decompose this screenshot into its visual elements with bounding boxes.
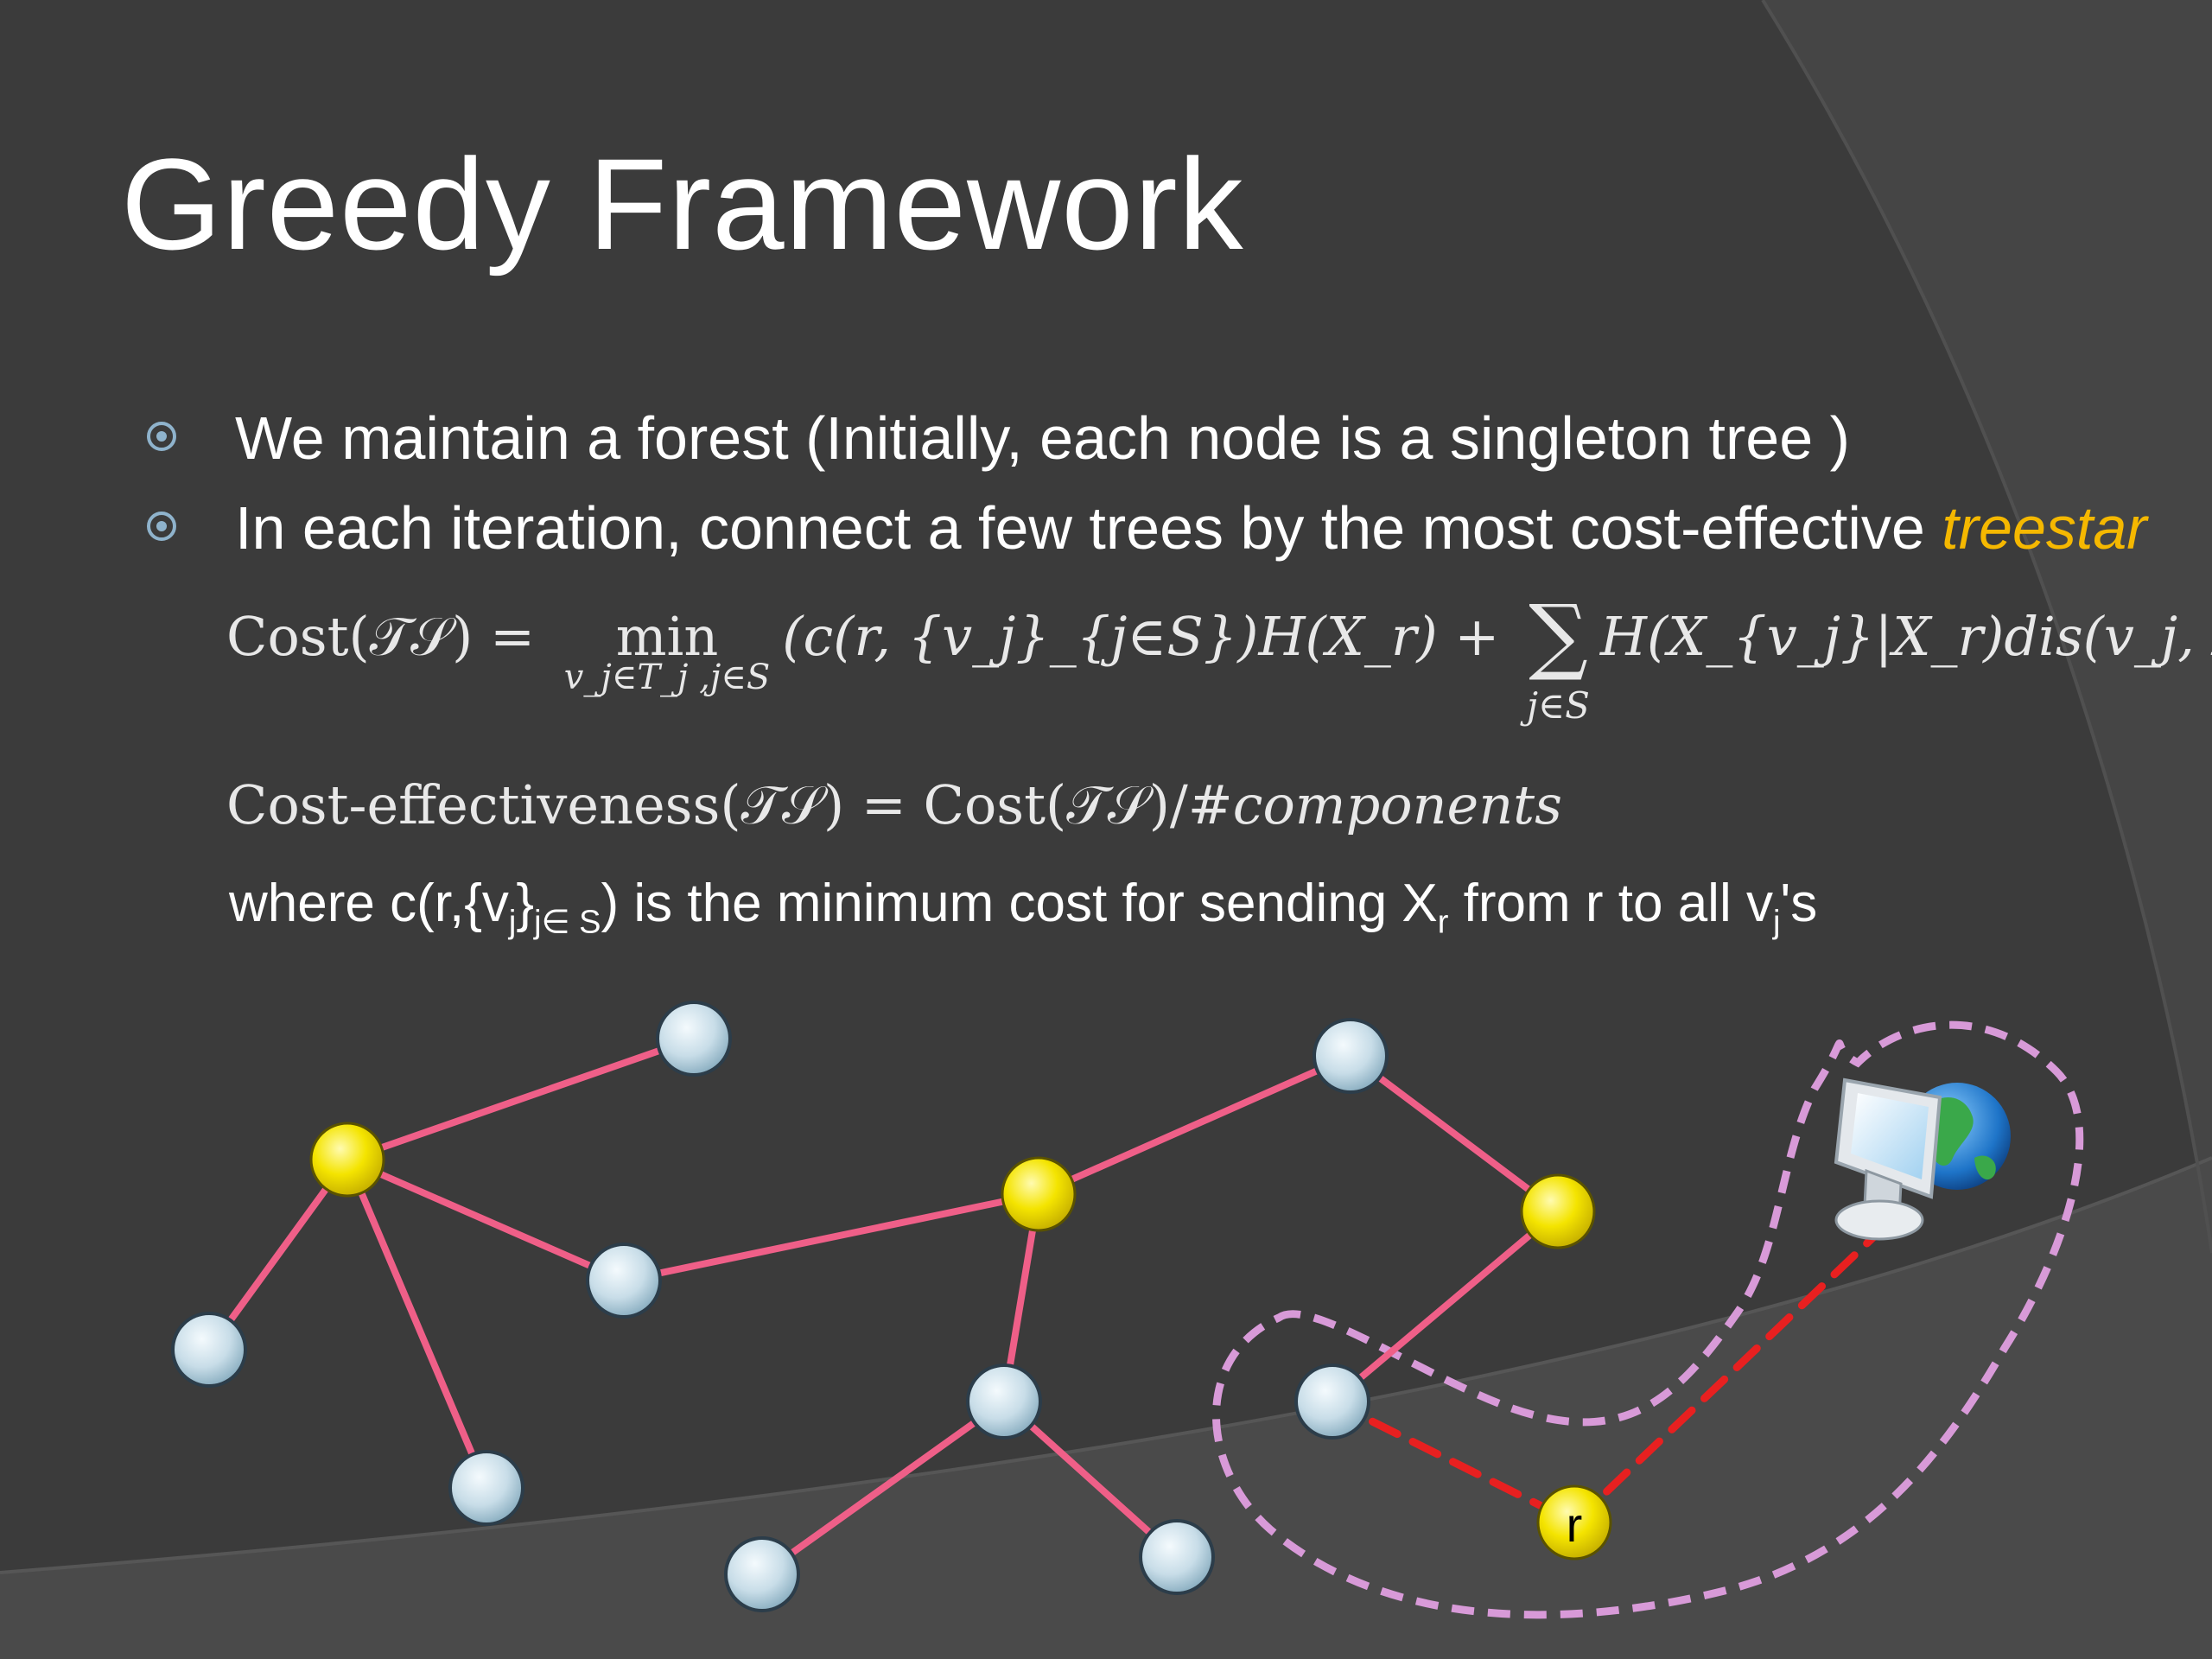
- where-text: ) is the minimum cost for sending X: [601, 874, 1438, 933]
- edge: [206, 1156, 351, 1353]
- sum-operator: ∑j∈S: [1527, 594, 1590, 727]
- edge: [1001, 1398, 1180, 1560]
- where-text: }: [516, 874, 535, 933]
- bullet-item: In each iteration, connect a few trees b…: [138, 483, 2147, 573]
- where-text: from r to all v: [1448, 874, 1773, 933]
- edge: [1035, 1052, 1354, 1198]
- blue-node: [656, 1001, 732, 1077]
- dashed-edge: [1570, 1231, 1879, 1527]
- blue-node: [966, 1363, 1042, 1440]
- components-term: #components: [1187, 773, 1562, 836]
- edge: [344, 1035, 697, 1163]
- slide-title: Greedy Framework: [121, 131, 1244, 276]
- where-subscript: r: [1437, 904, 1449, 941]
- yellow-node: [1001, 1156, 1077, 1232]
- yellow-node: [1520, 1173, 1596, 1249]
- where-subscript: j: [1772, 904, 1781, 941]
- bullet-item: We maintain a forest (Initially, each no…: [138, 393, 2147, 483]
- blue-node: [724, 1536, 800, 1612]
- circle-bullet-icon: [147, 422, 176, 451]
- cost-effectiveness-formula: Cost-effectiveness(𝒯𝒮) = Cost(𝒯𝒮)/#compo…: [226, 773, 1562, 837]
- nodes: r: [171, 1001, 1612, 1612]
- edge: [620, 1191, 1042, 1284]
- cost-effectiveness-text: Cost-effectiveness(𝒯𝒮) = Cost(𝒯𝒮)/: [226, 773, 1188, 836]
- root-node: [1536, 1484, 1612, 1560]
- where-subscript: j: [508, 904, 517, 941]
- dashed-edges: [1328, 1231, 1879, 1527]
- min-subscript: v_j∈T_j ,j∈S: [563, 658, 771, 697]
- blue-node: [171, 1312, 247, 1388]
- bullet-text: In each iteration, connect a few trees b…: [235, 494, 1942, 562]
- edge: [759, 1398, 1007, 1578]
- edge: [344, 1156, 627, 1284]
- cost-formula-lhs: Cost(𝒯𝒮) =: [226, 605, 552, 668]
- cost-formula-tail: H(X_{v_j}|X_r)dis(v_j, BS)): [1599, 605, 2212, 668]
- where-text: where c(r,{v: [229, 874, 509, 933]
- dashed-cluster-outline: [1212, 1020, 2084, 1619]
- where-text: 's: [1780, 874, 1818, 933]
- bullet-list: We maintain a forest (Initially, each no…: [138, 393, 2147, 573]
- where-clause: where c(r,{vj}j∈ S) is the minimum cost …: [229, 873, 1817, 941]
- root-node-label: r: [1567, 1497, 1583, 1552]
- edge: [1347, 1052, 1561, 1215]
- blue-node: [448, 1450, 524, 1526]
- blue-node: [1139, 1519, 1215, 1595]
- dashed-edge: [1328, 1397, 1579, 1527]
- edge: [344, 1156, 490, 1491]
- bullet-text: We maintain a forest (Initially, each no…: [235, 404, 1850, 472]
- bullet-highlight: treestar: [1942, 494, 2147, 562]
- edge: [1329, 1208, 1561, 1405]
- sum-subscript: j∈S: [1527, 684, 1590, 727]
- where-subscript: j∈ S: [534, 904, 601, 941]
- yellow-node: [309, 1122, 385, 1198]
- cost-formula-mid: (c(r, {v_j}_{j∈S})H(X_r) +: [782, 605, 1517, 668]
- base-station-computer-icon: [1834, 1077, 2011, 1241]
- edges: [206, 1035, 1561, 1578]
- min-label: min: [615, 605, 719, 668]
- blue-node: [586, 1243, 662, 1319]
- sigma-symbol: ∑: [1529, 587, 1588, 683]
- blue-node: [1294, 1363, 1370, 1440]
- circle-bullet-icon: [147, 512, 176, 541]
- blue-node: [1313, 1018, 1389, 1094]
